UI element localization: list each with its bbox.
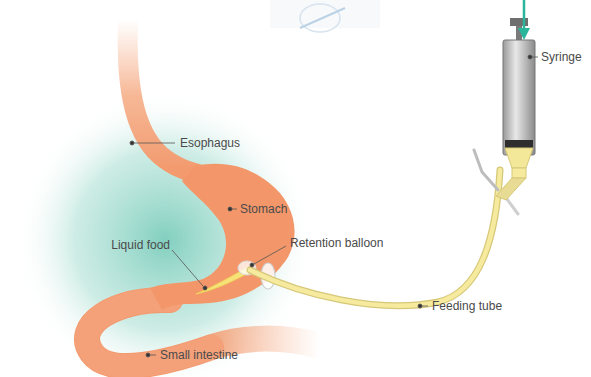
part-label: Liquid food <box>111 238 170 252</box>
part-label: Retention balloon <box>290 236 383 250</box>
part-label: Small intestine <box>160 348 238 362</box>
faded-device <box>270 0 380 32</box>
small-intestine <box>87 300 320 366</box>
stomach <box>150 164 295 310</box>
part-label: Esophagus <box>180 136 240 150</box>
part-label: Syringe <box>541 50 582 64</box>
feeding-tube <box>250 170 500 306</box>
leader-lines <box>130 55 538 357</box>
part-label: Feeding tube <box>432 299 502 313</box>
part-label: Stomach <box>240 202 287 216</box>
side-port <box>474 150 498 190</box>
esophagus <box>128 20 205 176</box>
feeding-tube-core <box>250 170 500 306</box>
syringe <box>496 18 535 200</box>
push-arrow <box>518 0 530 40</box>
